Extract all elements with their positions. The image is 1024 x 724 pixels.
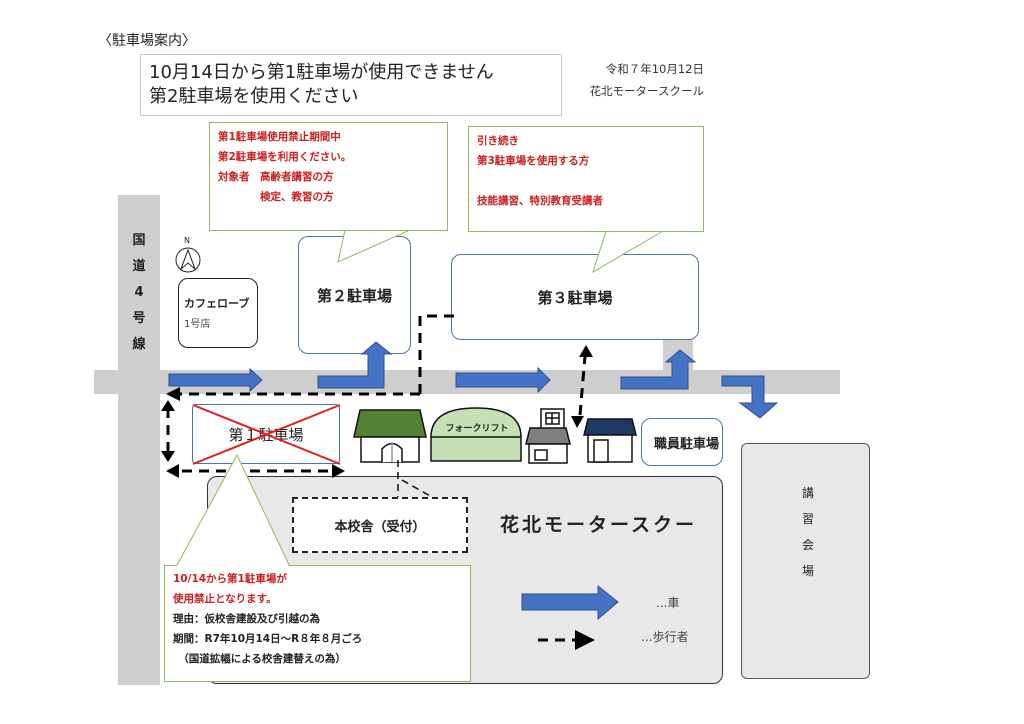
main-building-label: 本校舎（受付） <box>334 519 426 535</box>
cafe-robe: カフェローブ 1号店 <box>178 278 258 348</box>
parking-lot-3[interactable]: 第３駐車場 <box>451 254 699 340</box>
forklift-building-icon <box>430 407 522 462</box>
ped-arrowhead-staff <box>571 416 584 428</box>
date-text: 令和７年10月12日 <box>605 62 704 76</box>
lecture-hall-label: 講 習 会 場 <box>801 486 814 578</box>
car-arrow-lot2 <box>317 341 393 389</box>
legend-pedestrian-label: ...歩行者 <box>641 630 689 644</box>
date-block: 令和７年10月12日 花北モータースクール <box>578 58 704 102</box>
legend-car-arrow <box>521 584 619 621</box>
car-arrow-1 <box>168 367 263 393</box>
main-building-pointer <box>397 460 433 498</box>
main-building-icon <box>353 409 427 463</box>
ped-arrowhead-down <box>161 451 175 462</box>
legend-pedestrian-arrowhead <box>575 630 595 650</box>
notice-line-1: 10月14日から第1駐車場が使用できません <box>149 62 494 83</box>
parking-lot-3-label: 第３駐車場 <box>537 288 613 307</box>
parking-lot-2-label: 第２駐車場 <box>316 286 392 305</box>
notice-line-2: 第2駐車場を使用ください <box>149 86 359 107</box>
ped-arrowhead-left <box>166 387 180 401</box>
callout-lot1-tail <box>175 453 291 568</box>
notice-box: 10月14日から第1駐車場が使用できません 第2駐車場を使用ください <box>140 54 562 116</box>
cafe-branch: 1号店 <box>184 319 211 330</box>
north-compass-icon <box>175 247 201 273</box>
school-name: 花北モータースクー <box>500 514 698 536</box>
cafe-name: カフェローブ <box>184 297 250 310</box>
lecture-hall <box>741 443 870 679</box>
staff-parking-label: 職員駐車場 <box>654 436 720 452</box>
forklift-label: フォークリフト <box>445 424 509 434</box>
callout-lot1-top-left <box>164 565 177 566</box>
callout-lot1-top-right <box>289 565 471 566</box>
main-building-box: 本校舎（受付） <box>292 497 468 553</box>
pedestrian-path-lot2 <box>418 314 458 394</box>
callout-lot3-bottom <box>468 231 704 232</box>
car-arrow-hall <box>721 375 779 419</box>
ped-arrowhead-bl <box>166 464 179 478</box>
navy-house-icon <box>583 418 637 463</box>
pedestrian-path-lot3 <box>578 355 587 416</box>
ped-arrowhead-up <box>161 400 175 411</box>
car-arrow-lot3 <box>620 349 697 390</box>
closed-cross-icon <box>192 404 341 465</box>
north-label: N <box>184 236 190 245</box>
callout-lot2: 第1駐車場使用禁止期間中 第2駐車場を利用ください。 対象者 高齢者講習の方 検… <box>209 122 448 231</box>
highway-label: 国 道 4 号 線 <box>132 233 146 352</box>
highway-road <box>118 195 160 685</box>
organization-name: 花北モータースクール <box>589 84 704 98</box>
callout-lot1: 10/14から第1駐車場が 使用禁止となります。 理由：仮校舎建設及び引越の為 … <box>164 565 471 682</box>
parking-lot-2[interactable]: 第２駐車場 <box>298 236 411 354</box>
callout-lot2-tail <box>337 229 411 263</box>
callout-lot3-tail <box>592 230 664 274</box>
ped-arrowhead-br <box>332 464 345 478</box>
ped-arrowhead-lot3 <box>579 345 593 357</box>
car-arrow-2 <box>455 366 551 394</box>
callout-lot3: 引き続き 第3駐車場を使用する方 技能講習、特別教育受講者 <box>468 126 704 232</box>
gray-house-icon <box>525 408 571 464</box>
legend-car-label: ...車 <box>656 596 680 610</box>
callout-lot2-bottom <box>209 230 448 231</box>
staff-parking-lot: 職員駐車場 <box>641 418 723 466</box>
page-title: 〈駐車場案内〉 <box>98 33 196 49</box>
